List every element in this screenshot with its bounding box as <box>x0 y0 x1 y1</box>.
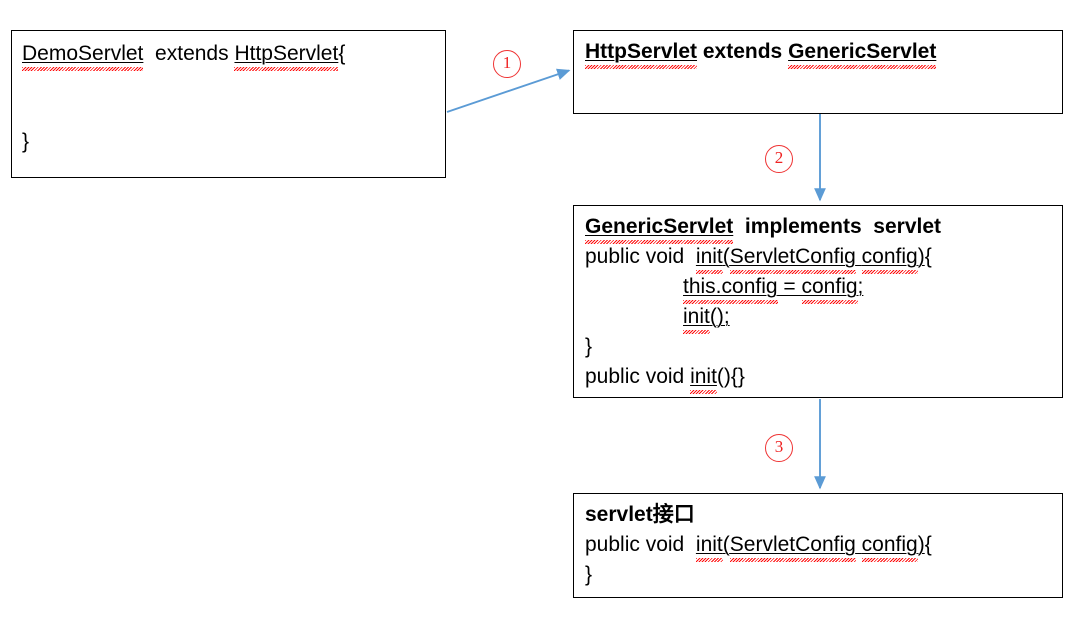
step-marker-3: 3 <box>765 434 793 462</box>
token-this-config: this.config <box>683 275 778 304</box>
token-genericservlet: GenericServlet <box>585 215 734 244</box>
token-demoservlet: DemoServlet <box>22 42 144 71</box>
token-config: config <box>861 533 918 562</box>
box3-line6: public void init(){} <box>585 364 745 394</box>
box4-line2: public void init(ServletConfig config){ <box>585 532 932 562</box>
token-brace-close: } <box>22 130 30 153</box>
box3-line4: init(); <box>683 304 730 334</box>
box-demo-servlet[interactable]: DemoServlet extends HttpServlet{ } <box>11 30 446 178</box>
box-generic-servlet[interactable]: GenericServlet implements servlet public… <box>573 205 1063 398</box>
token-brace-open: { <box>924 533 932 556</box>
token-servlet: servlet <box>585 503 653 526</box>
token-extends: extends <box>143 42 235 65</box>
box2-line1: HttpServlet extends GenericServlet <box>585 39 937 69</box>
token-brace-open: { <box>924 245 932 268</box>
step-marker-2-label: 2 <box>774 148 784 167</box>
token-init: init <box>695 245 723 274</box>
token-public-void: public void <box>585 245 696 268</box>
box3-line1: GenericServlet implements servlet <box>585 214 942 244</box>
box3-line3: this.config = config; <box>683 274 864 304</box>
token-init: init <box>695 533 723 562</box>
token-config: config <box>861 245 918 274</box>
token-brace-open: { <box>338 42 346 65</box>
token-httpservlet: HttpServlet <box>234 42 339 71</box>
token-brace-close: } <box>585 563 593 586</box>
step-marker-3-label: 3 <box>774 437 784 456</box>
token-brace-close: } <box>585 335 593 358</box>
token-semicolon: ; <box>857 275 864 298</box>
token-config: config <box>801 275 858 304</box>
token-public-void: public void <box>585 365 691 388</box>
box4-line3: } <box>585 562 592 588</box>
box-servlet-interface[interactable]: servlet接口 public void init(ServletConfig… <box>573 493 1063 598</box>
box3-line5: } <box>585 334 592 360</box>
token-paren-close: ) <box>917 533 925 556</box>
token-genericservlet: GenericServlet <box>788 40 937 69</box>
token-init: init <box>683 305 710 334</box>
token-public-void: public void <box>585 533 696 556</box>
token-implements-servlet: implements servlet <box>733 215 942 238</box>
token-servletconfig: ServletConfig <box>729 533 856 562</box>
box4-line1: servlet接口 <box>585 502 695 528</box>
step-marker-2: 2 <box>765 145 793 173</box>
token-init: init <box>690 365 717 394</box>
box1-line2: } <box>22 129 29 155</box>
token-interface-cjk: 接口 <box>652 503 695 526</box>
token-empty-body: (){} <box>716 365 745 388</box>
box-http-servlet[interactable]: HttpServlet extends GenericServlet <box>573 30 1063 114</box>
step-marker-1-label: 1 <box>502 53 512 72</box>
token-paren-open: ( <box>722 245 730 268</box>
token-servletconfig: ServletConfig <box>729 245 856 274</box>
token-equals: = <box>777 275 802 298</box>
box1-line1: DemoServlet extends HttpServlet{ <box>22 41 346 71</box>
box3-line2: public void init(ServletConfig config){ <box>585 244 932 274</box>
token-paren-open: ( <box>722 533 730 556</box>
step-marker-1: 1 <box>493 50 521 78</box>
token-paren-close: ) <box>917 245 925 268</box>
token-httpservlet: HttpServlet <box>585 40 698 69</box>
token-call-semicolon: (); <box>709 305 730 328</box>
token-extends: extends <box>697 40 789 63</box>
